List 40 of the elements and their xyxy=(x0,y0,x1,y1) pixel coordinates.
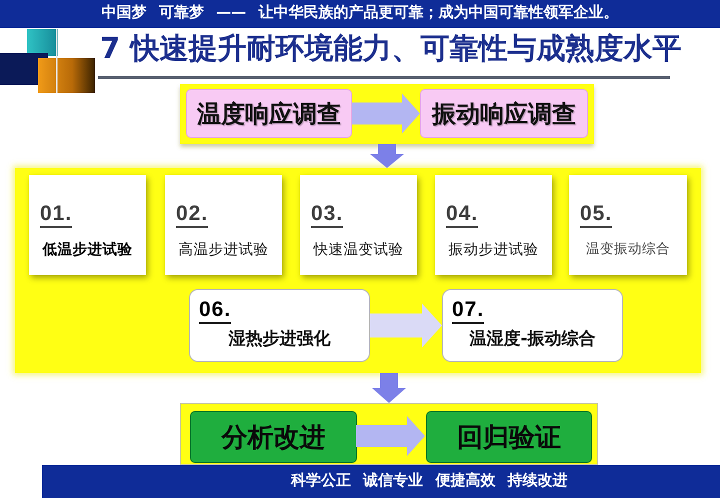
step-card xyxy=(569,175,687,275)
test-name: 振动步进试验 xyxy=(448,241,538,260)
step-card xyxy=(165,175,282,275)
action-title: 分析改进 xyxy=(222,422,326,454)
survey-title: 振动响应调查 xyxy=(432,98,576,130)
slogan-text: 中国梦 可靠梦 —— 让中华民族的产品更可靠；成为中国可靠性领军企业。 xyxy=(102,3,618,22)
test-name: 温湿度-振动综合 xyxy=(469,328,596,350)
step-card xyxy=(300,175,417,275)
survey-box xyxy=(420,89,588,138)
step-number: 01. xyxy=(40,202,72,228)
step-number: 06. xyxy=(199,298,232,324)
test-name: 高温步进试验 xyxy=(178,240,268,260)
slide-title: 7 快速提升耐环境能力、可靠性与成熟度水平 xyxy=(100,31,682,66)
highlight-band xyxy=(180,84,594,144)
survey-box xyxy=(186,89,352,138)
step-card xyxy=(435,175,552,275)
step-number: 03. xyxy=(311,202,344,228)
test-name: 湿热步进强化 xyxy=(228,328,330,350)
block-arrow xyxy=(372,373,406,403)
test-name: 低温步进试验 xyxy=(42,240,132,260)
test-name: 快速温变试验 xyxy=(314,240,404,260)
step-number: 02. xyxy=(176,202,208,228)
step-card xyxy=(29,175,146,275)
highlight-band xyxy=(15,168,701,373)
highlight-band xyxy=(180,403,598,465)
step-number: 04. xyxy=(446,202,478,228)
block-arrow xyxy=(356,416,425,456)
step-card xyxy=(442,289,623,362)
survey-title: 温度响应调查 xyxy=(197,98,341,130)
action-title: 回归验证 xyxy=(457,422,561,454)
block-arrow xyxy=(370,144,404,168)
step-number: 07. xyxy=(452,298,484,324)
motto-text: 科学公正 诚信专业 便捷高效 持续改进 xyxy=(291,471,568,490)
block-arrow xyxy=(370,304,442,348)
block-arrow xyxy=(352,94,420,134)
action-box xyxy=(426,411,592,463)
test-name: 温变振动综合 xyxy=(586,240,670,258)
action-box xyxy=(190,411,357,463)
step-number: 05. xyxy=(580,202,612,228)
step-card xyxy=(189,289,370,362)
